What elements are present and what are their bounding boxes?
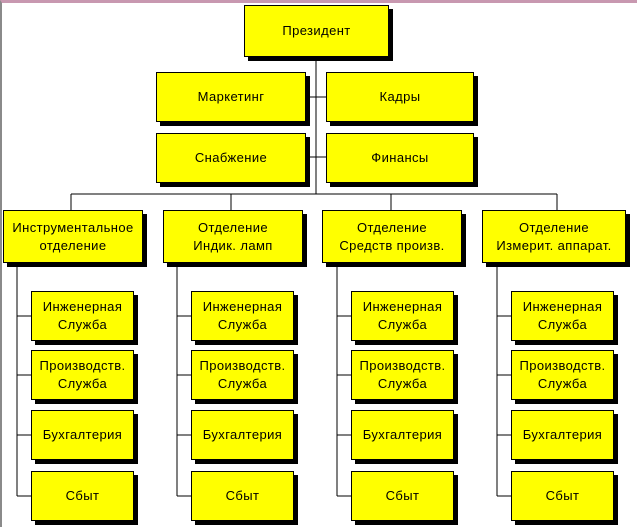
marketing-box: Маркетинг (156, 72, 306, 122)
hr-box: Кадры (326, 72, 474, 122)
unit-box: Бухгалтерия (511, 410, 614, 460)
supply-box: Снабжение (156, 133, 306, 183)
unit-box: Производств. Служба (511, 350, 614, 400)
unit-box: Сбыт (31, 471, 134, 521)
unit-box: Бухгалтерия (191, 410, 294, 460)
division-box: Отделение Измерит. аппарат. (482, 210, 626, 263)
division-box: Инструментальное отделение (3, 210, 143, 263)
unit-box: Производств. Служба (351, 350, 454, 400)
president-box: Президент (244, 5, 389, 57)
unit-box: Инженерная Служба (191, 291, 294, 341)
unit-box: Сбыт (191, 471, 294, 521)
division-box: Отделение Индик. ламп (163, 210, 303, 263)
unit-box: Инженерная Служба (511, 291, 614, 341)
unit-box: Производств. Служба (31, 350, 134, 400)
unit-box: Сбыт (511, 471, 614, 521)
unit-box: Бухгалтерия (351, 410, 454, 460)
unit-box: Инженерная Служба (31, 291, 134, 341)
unit-box: Инженерная Служба (351, 291, 454, 341)
unit-box: Бухгалтерия (31, 410, 134, 460)
finance-box: Финансы (326, 133, 474, 183)
division-box: Отделение Средств произв. (322, 210, 462, 263)
unit-box: Производств. Служба (191, 350, 294, 400)
unit-box: Сбыт (351, 471, 454, 521)
